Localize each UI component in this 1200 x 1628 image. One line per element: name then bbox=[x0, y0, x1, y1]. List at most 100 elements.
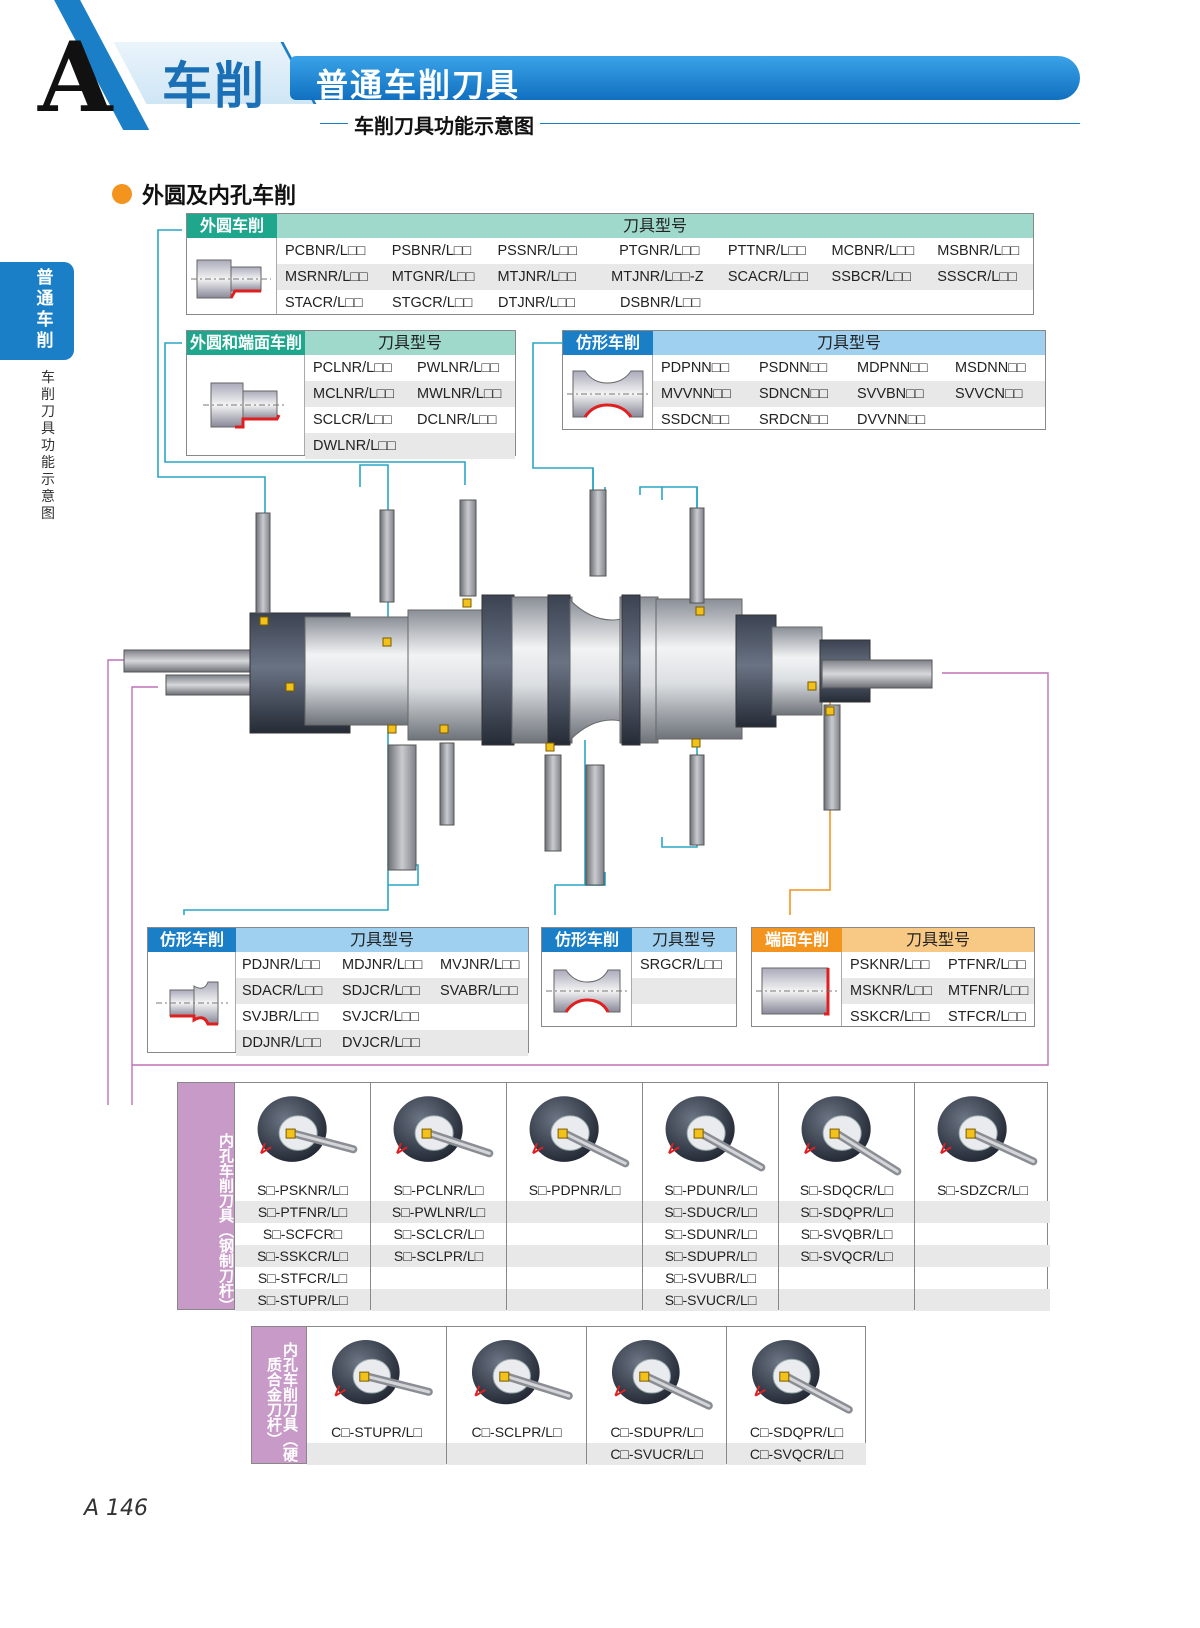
table-rows: PDJNR/L□□ MDJNR/L□□ MVJNR/L□□ SDACR/L□□ … bbox=[236, 952, 528, 1056]
boring-bar-image bbox=[235, 1083, 370, 1179]
model-cell: DTJNR/L□□ bbox=[498, 295, 576, 311]
model-cell: PSKNR/L□□ bbox=[850, 957, 930, 973]
tool-column: S□-SDQCR/L□S□-SDQPR/L□S□-SVQBR/L□S□-SVQC… bbox=[778, 1083, 914, 1311]
tool-model: S□-PDUNR/L□ bbox=[664, 1182, 757, 1198]
table-rows: PDPNN□□ PSDNN□□ MDPNN□□ MSDNN□□ MVVNN□□ … bbox=[653, 355, 1045, 433]
model-cell: SSSCR/L□□ bbox=[937, 269, 1017, 285]
boring-bar-image bbox=[915, 1083, 1050, 1179]
tool-model: S□-SDUPR/L□ bbox=[643, 1245, 778, 1267]
model-cell: SVVBN□□ bbox=[857, 386, 924, 402]
boring-carbide-side-label bbox=[252, 1327, 306, 1463]
tool-model bbox=[779, 1267, 914, 1289]
page-subtitle: 车削刀具功能示意图 bbox=[348, 110, 540, 139]
tool-model: C□-SCLPR/L□ bbox=[471, 1424, 562, 1440]
table-row: SRGCR/L□□ bbox=[632, 952, 736, 978]
tool-model: C□-SVQCR/L□ bbox=[727, 1443, 866, 1465]
model-cell: MWLNR/L□□ bbox=[417, 386, 502, 402]
profile-turning-left-diagram bbox=[148, 952, 236, 1052]
tool-model bbox=[371, 1289, 506, 1311]
model-cell: MTGNR/L□□ bbox=[391, 269, 475, 285]
tool-model: S□-SDUNR/L□ bbox=[664, 1226, 757, 1242]
boring-carbide-grid: 内孔车削刀具（硬质合金刀杆） C□-STUPR/L□ C□-SCLPR/L□ C… bbox=[251, 1326, 866, 1465]
model-cell: PDPNN□□ bbox=[661, 360, 730, 376]
table-label: 仿形车削 bbox=[563, 331, 653, 355]
table-column-header: 刀具型号 bbox=[653, 331, 1045, 355]
model-cell: SDACR/L□□ bbox=[242, 983, 323, 999]
model-cell: DCLNR/L□□ bbox=[417, 412, 497, 428]
model-cell: SVJCR/L□□ bbox=[342, 1009, 420, 1025]
table-column-header: 刀具型号 bbox=[277, 214, 1033, 238]
tool-model: S□-SDUCR/L□ bbox=[643, 1201, 778, 1223]
table-column-header: 刀具型号 bbox=[632, 928, 736, 952]
tool-model bbox=[915, 1201, 1050, 1223]
subtitle-rule bbox=[320, 123, 1080, 124]
table-label: 外圆车削 bbox=[187, 214, 277, 238]
table-row: SSDCN□□ SRDCN□□ DVVNN□□ bbox=[653, 407, 1045, 433]
table-row: SCLCR/L□□ DCLNR/L□□ bbox=[305, 407, 515, 433]
boring-bar-image bbox=[587, 1327, 726, 1421]
model-cell: PCBNR/L□□ bbox=[285, 243, 366, 259]
model-cell: MSBNR/L□□ bbox=[937, 243, 1020, 259]
table-external-face-turning: 外圆和端面车削 刀具型号 PCLNR/L□□ PWLNR/L□□ MCLNR/L… bbox=[186, 330, 516, 459]
tool-column: S□-PCLNR/L□S□-PWLNR/L□S□-SCLCR/L□S□-SCLP… bbox=[370, 1083, 506, 1311]
section-heading: 外圆及内孔车削 bbox=[142, 184, 297, 209]
boring-steel-label: 内孔车削刀具（钢制刀杆） bbox=[217, 1133, 235, 1313]
table-row: SSKCR/L□□ STFCR/L□□ bbox=[842, 1004, 1034, 1030]
table-rows: SRGCR/L□□ bbox=[632, 952, 736, 1030]
table-profile-turning-top: 仿形车削 刀具型号 PDPNN□□ PSDNN□□ MDPNN□□ MSDNN□… bbox=[562, 330, 1046, 430]
table-rows: PCBNR/L□□ PSBNR/L□□ PSSNR/L□□ PTGNR/L□□ … bbox=[277, 238, 1033, 316]
leader-lines bbox=[157, 229, 698, 915]
tool-model: S□-PCLNR/L□ bbox=[393, 1182, 484, 1198]
side-tab[interactable] bbox=[0, 262, 74, 360]
boring-carbide-label: 内孔车削刀具（硬质合金刀杆） bbox=[265, 1342, 299, 1462]
boring-steel-grid: 内孔车削刀具（钢制刀杆） S□-PSKNR/L□S□-PTFNR/L□S□-SC… bbox=[177, 1082, 1050, 1313]
table-column-header: 刀具型号 bbox=[305, 331, 515, 355]
model-cell: SSDCN□□ bbox=[661, 412, 730, 428]
workpiece-illustration bbox=[107, 229, 1049, 1105]
table-row bbox=[632, 1004, 736, 1030]
profile-turning-mid-diagram bbox=[542, 952, 632, 1026]
boring-steel-side-label bbox=[178, 1083, 234, 1309]
leader-lines-purple bbox=[107, 659, 1049, 1105]
model-cell: SVVCN□□ bbox=[955, 386, 1023, 402]
table-column-header: 刀具型号 bbox=[842, 928, 1034, 952]
table-row: DDJNR/L□□ DVJCR/L□□ bbox=[236, 1030, 528, 1056]
tool-model: S□-SCLCR/L□ bbox=[393, 1226, 484, 1242]
table-row: PDPNN□□ PSDNN□□ MDPNN□□ MSDNN□□ bbox=[653, 355, 1045, 381]
tool-model: S□-SVUCR/L□ bbox=[643, 1289, 778, 1311]
boring-bar-image bbox=[643, 1083, 778, 1179]
table-row: PDJNR/L□□ MDJNR/L□□ MVJNR/L□□ bbox=[236, 952, 528, 978]
table-label: 端面车削 bbox=[752, 928, 842, 952]
table-label: 仿形车削 bbox=[148, 928, 236, 952]
model-cell: MTFNR/L□□ bbox=[948, 983, 1029, 999]
table-external-turning: 外圆车削 刀具型号 PCBNR/L□□ PSBNR/L□□ PSSNR/L□□ … bbox=[186, 213, 1034, 315]
table-row: STACR/L□□ STGCR/L□□ DTJNR/L□□ DSBNR/L□□ bbox=[277, 290, 1033, 316]
table-column-header: 刀具型号 bbox=[236, 928, 528, 952]
model-cell: STFCR/L□□ bbox=[948, 1009, 1026, 1025]
tool-model bbox=[507, 1223, 642, 1245]
table-row: MSKNR/L□□ MTFNR/L□□ bbox=[842, 978, 1034, 1004]
model-cell: MVVNN□□ bbox=[661, 386, 731, 402]
tool-model bbox=[915, 1289, 1050, 1311]
model-cell: SRGCR/L□□ bbox=[640, 957, 722, 973]
tool-model bbox=[507, 1289, 642, 1311]
title-bar bbox=[290, 56, 1080, 100]
tool-model: S□-PSKNR/L□ bbox=[257, 1182, 348, 1198]
boring-bar-image bbox=[447, 1327, 586, 1421]
tool-model: S□-STUPR/L□ bbox=[235, 1289, 370, 1311]
table-profile-turning-mid: 仿形车削 刀具型号 SRGCR/L□□ bbox=[541, 927, 737, 1027]
tool-column: S□-SDZCR/L□ bbox=[914, 1083, 1050, 1311]
tool-model: S□-SCLPR/L□ bbox=[371, 1245, 506, 1267]
model-cell: SCACR/L□□ bbox=[727, 269, 809, 285]
model-cell: SDNCN□□ bbox=[759, 386, 829, 402]
tool-model: S□-SSKCR/L□ bbox=[235, 1245, 370, 1267]
tool-model: C□-STUPR/L□ bbox=[331, 1424, 422, 1440]
boring-bar-image bbox=[307, 1327, 446, 1421]
tool-model bbox=[447, 1443, 586, 1465]
model-cell: SVABR/L□□ bbox=[440, 983, 518, 999]
table-row: SDACR/L□□ SDJCR/L□□ SVABR/L□□ bbox=[236, 978, 528, 1004]
model-cell: MDPNN□□ bbox=[857, 360, 928, 376]
model-cell: SVJBR/L□□ bbox=[242, 1009, 319, 1025]
table-row: MCLNR/L□□ MWLNR/L□□ bbox=[305, 381, 515, 407]
table-label: 外圆和端面车削 bbox=[187, 331, 305, 355]
